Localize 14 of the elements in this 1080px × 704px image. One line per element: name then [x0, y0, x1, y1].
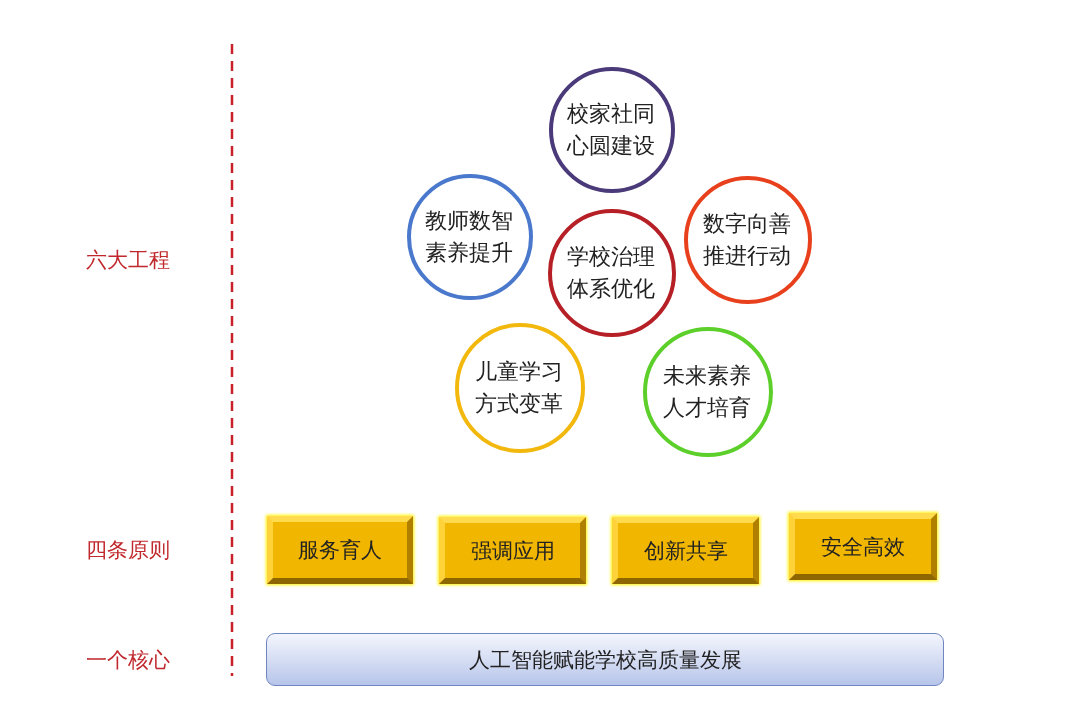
node-label: 未来素养人才培育 [662, 362, 752, 422]
level-label: 四条原则 [86, 537, 170, 564]
principle-box: 创新共享 [612, 517, 759, 584]
node-label: 校家社同心圆建设 [566, 100, 656, 160]
core-bar: 人工智能赋能学校高质量发展 [266, 633, 944, 686]
level-label: 六大工程 [86, 247, 170, 274]
node-label: 学校治理体系优化 [566, 243, 656, 303]
node-label: 教师数智素养提升 [424, 207, 514, 267]
principle-box: 服务育人 [267, 516, 413, 584]
level-label: 一个核心 [86, 647, 170, 674]
principle-box: 强调应用 [439, 517, 586, 584]
principle-box: 安全高效 [789, 513, 937, 580]
node-label: 数字向善推进行动 [702, 210, 792, 270]
node-label: 儿童学习方式变革 [474, 358, 564, 418]
